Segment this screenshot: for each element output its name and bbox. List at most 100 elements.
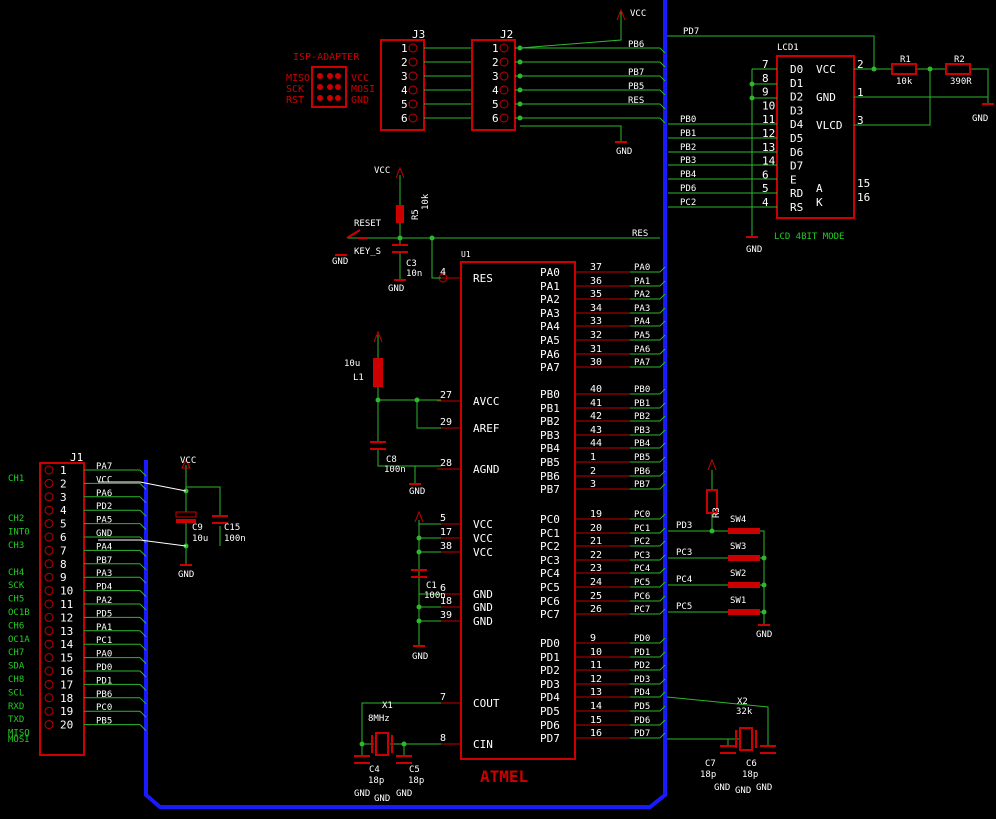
u1-pin-num: 35	[590, 289, 602, 300]
lcd-pin-num: 15	[857, 177, 870, 190]
j1-pin-pad	[44, 586, 54, 596]
lcd-net-label: PB0	[680, 115, 696, 125]
u1-pin-name: PD2	[540, 664, 560, 677]
bus-entry	[659, 456, 666, 463]
j1-pin-pad	[44, 706, 54, 716]
svg-text:GND: GND	[746, 245, 762, 255]
svg-text:SW3: SW3	[730, 542, 746, 552]
bus-entry	[139, 657, 147, 664]
j1-signal-label: OC1B	[8, 608, 30, 618]
lcd-pin-name: K	[816, 196, 823, 209]
j1-pin-num: 20	[60, 719, 73, 732]
u1-pin-name: PB4	[540, 442, 560, 455]
lcd-pin-num: 9	[762, 86, 769, 99]
j1-net-label: PA0	[96, 650, 112, 660]
svg-text:GND: GND	[714, 783, 730, 793]
svg-text:R2: R2	[954, 55, 965, 65]
u1-pin-name: PC4	[540, 567, 560, 580]
svg-text:GND: GND	[972, 114, 988, 124]
j1-signal-label: INT0	[8, 528, 30, 538]
j1-signal-label: CH1	[8, 474, 24, 484]
svg-text:GND: GND	[412, 652, 428, 662]
lcd-pin-name: D0	[790, 63, 803, 76]
bus-entry	[139, 697, 147, 705]
lcd-pin-name: D2	[790, 91, 803, 104]
j3-pins-pad	[408, 113, 418, 123]
j1-pin-num: 2	[60, 477, 67, 490]
j1-signal-label: OC1A	[8, 635, 30, 645]
u1-pin-num: 40	[590, 384, 602, 395]
lcd-pin-name: E	[790, 173, 797, 186]
u1-pin-name: PA2	[540, 293, 560, 306]
j2-pins-pad	[499, 113, 509, 123]
u1-pin-num: 38	[440, 541, 452, 552]
u1-net-label: PA7	[634, 358, 650, 368]
u1-pin-num: 36	[590, 276, 602, 287]
u1-pin-num: 9	[590, 633, 596, 644]
j2-pins-num: 5	[492, 98, 499, 111]
u1-pin-name: PB6	[540, 470, 560, 483]
u1-ref: U1	[461, 250, 471, 259]
u1-pin-num: 16	[590, 728, 602, 739]
svg-text:RES: RES	[632, 229, 648, 239]
u1-pin-name: PC5	[540, 581, 560, 594]
u1-net-label: PD4	[634, 688, 650, 698]
j2-pins-pad	[499, 57, 509, 67]
lcd-net-label: PB3	[680, 156, 696, 166]
j1-signal-label: CH3	[8, 541, 24, 551]
lcd-pin-num: 8	[762, 72, 769, 85]
bus-entry	[659, 402, 666, 409]
u1-net-label: PB1	[634, 399, 650, 409]
u1-pin-name: PA4	[540, 320, 560, 333]
j3-body	[380, 39, 425, 131]
bus-entry	[659, 61, 666, 68]
j3-pins-pad	[408, 99, 418, 109]
svg-text:10n: 10n	[406, 269, 422, 279]
j3-pins-pad	[408, 85, 418, 95]
bus-entry	[139, 563, 147, 571]
lcd-pin-name: D4	[790, 118, 804, 131]
j1-pin-pad	[44, 572, 54, 582]
switch-bank: R3 SW4 SW3 SW2 SW1 PD3 PC3 PC4 PC5 GND	[668, 458, 772, 640]
u1-pin-num: 1	[590, 452, 596, 463]
bus-entry	[659, 429, 666, 436]
u1-net-label: PB5	[634, 453, 650, 463]
u1-net-label: PB0	[634, 385, 650, 395]
bus-entry	[139, 603, 147, 611]
svg-text:GND: GND	[616, 147, 632, 157]
svg-text:PC4: PC4	[676, 575, 692, 585]
u1-pin-num: 37	[590, 262, 602, 273]
u1-pin-name: PA0	[540, 266, 560, 279]
bus-entry	[659, 651, 666, 658]
svg-text:10u: 10u	[344, 359, 360, 369]
svg-text:GND: GND	[735, 786, 751, 796]
j1-net-label: PA6	[96, 489, 112, 499]
u1-pin-name: PC1	[540, 527, 560, 540]
u1-pin-num: 32	[590, 330, 602, 341]
bus-entry	[659, 293, 666, 300]
svg-text:PD7: PD7	[683, 27, 699, 37]
j1-net-label: PA5	[96, 516, 112, 526]
x1-crystal: X1 8MHz C4 18p C5 18p GND GND GND	[354, 701, 441, 804]
bus-entry	[659, 691, 666, 698]
lcd-net-label: PB4	[680, 170, 696, 180]
u1-pin-name: PB5	[540, 456, 560, 469]
bus-entry	[139, 630, 147, 638]
lcd-pin-num: 11	[762, 113, 775, 126]
j1-gnd-label: GND	[178, 570, 194, 580]
u1-pin-num: 22	[590, 550, 602, 561]
svg-text:GND: GND	[756, 783, 772, 793]
j1-signal-label: CH2	[8, 514, 24, 524]
bus-entry	[659, 637, 666, 644]
u1-net-label: PA2	[634, 290, 650, 300]
j1-pin-num: 18	[60, 692, 73, 705]
u1-pin-name: PC2	[540, 540, 560, 553]
lcd-pin-num: 2	[857, 58, 864, 71]
lcd-pin-num: 14	[762, 155, 776, 168]
u1-pin-name: VCC	[473, 546, 493, 559]
svg-text:PD3: PD3	[676, 521, 692, 531]
svg-text:VCC: VCC	[630, 9, 646, 19]
